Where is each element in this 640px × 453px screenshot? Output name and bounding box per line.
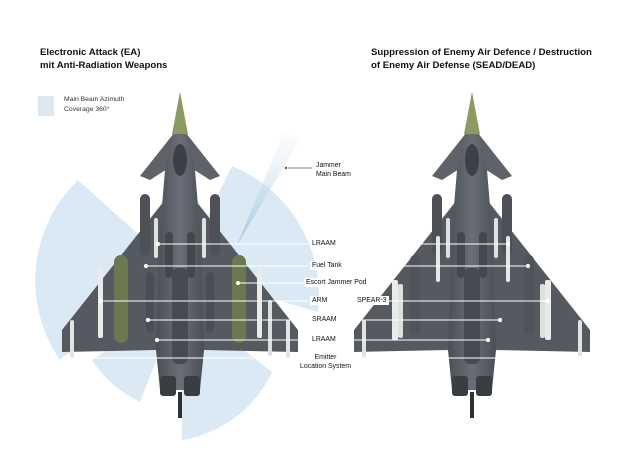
jammer-main-beam <box>237 132 300 245</box>
callout-escort-jammer-pod: Escort Jammer Pod <box>304 278 369 287</box>
cockpit-left <box>173 144 187 176</box>
callout-sraam: SRAAM <box>310 315 339 324</box>
callout-emitter-location-system: Emitter Location System <box>298 353 353 371</box>
emitter-line2: Location System <box>300 363 351 370</box>
legend-line1: Main Beam Azimuth <box>64 96 125 103</box>
nozzle-right-1 <box>452 376 468 396</box>
fuel-tank-left-a <box>114 255 128 343</box>
tail-probe-left <box>178 392 182 418</box>
left-title-line1: Electronic Attack (EA) <box>40 47 141 58</box>
nozzle-right-2 <box>476 376 492 396</box>
callout-spear3: SPEAR-3 <box>355 296 389 305</box>
cockpit-right <box>465 144 479 176</box>
jammer-line2: Main Beam <box>316 171 351 178</box>
callout-lraam-bottom: LRAAM <box>310 335 338 344</box>
coverage-legend: Main Beam Azimuth Coverage 360° <box>38 96 198 118</box>
aircraft-right <box>354 92 590 418</box>
jammer-line1: Jammer <box>316 162 341 169</box>
coverage-legend-swatch <box>38 96 54 116</box>
nose-left <box>172 92 188 134</box>
tail-probe-right <box>470 392 474 418</box>
callout-lraam-top: LRAAM <box>310 239 338 248</box>
nozzle-left-1 <box>160 376 176 396</box>
callout-lines <box>61 241 583 361</box>
coverage-sector-left <box>35 180 180 360</box>
right-panel-title: Suppression of Enemy Air Defence / Destr… <box>371 46 631 72</box>
nose-right <box>464 92 480 134</box>
fuel-tank-left-b <box>232 255 246 343</box>
fuselage-right <box>448 92 496 390</box>
legend-line2: Coverage 360° <box>64 106 110 113</box>
left-title-line2: mit Anti-Radiation Weapons <box>40 60 168 71</box>
right-title-line1: Suppression of Enemy Air Defence / Destr… <box>371 47 592 58</box>
callout-arm: ARM <box>310 296 330 305</box>
coverage-legend-text: Main Beam Azimuth Coverage 360° <box>64 95 124 115</box>
nozzle-left-2 <box>184 376 200 396</box>
jammer-main-beam-label: Jammer Main Beam <box>314 161 353 179</box>
callout-fuel-tank: Fuel Tank <box>310 261 344 270</box>
fuselage-left <box>156 92 204 390</box>
left-panel-title: Electronic Attack (EA) mit Anti-Radiatio… <box>40 46 260 72</box>
right-title-line2: of Enemy Air Defense (SEAD/DEAD) <box>371 60 536 71</box>
emitter-line1: Emitter <box>314 354 337 361</box>
